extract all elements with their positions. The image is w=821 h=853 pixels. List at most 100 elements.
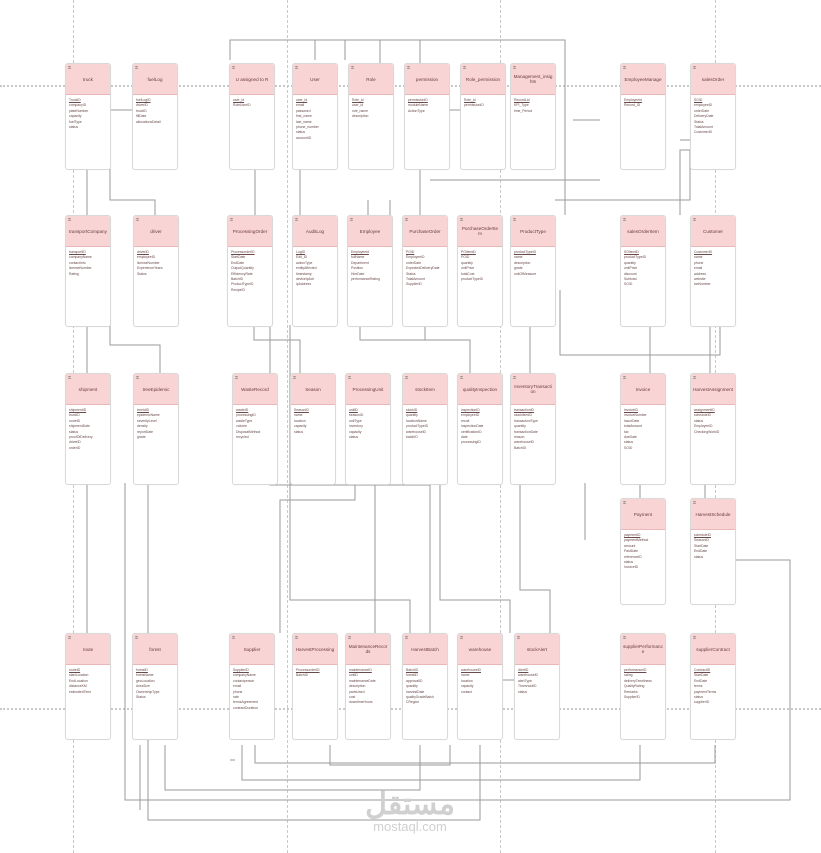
entity-field: ExpectedDeliveryDate bbox=[406, 266, 440, 271]
entity-field: name bbox=[461, 673, 470, 678]
entity-name: AuditLog bbox=[305, 228, 325, 234]
entity-name: qualityInspection bbox=[462, 386, 498, 392]
entity-name: User bbox=[310, 76, 320, 82]
entity-field: estimatedTime bbox=[69, 689, 92, 694]
entity-field: routeID bbox=[69, 418, 81, 423]
entity-name: fuelLog bbox=[147, 76, 163, 82]
entity-field: unitOfMeasure bbox=[514, 271, 537, 276]
entity-header: ⚿HarvestSchedule bbox=[691, 499, 735, 530]
entity-field: proofOfDelivery bbox=[69, 435, 93, 440]
entity-header: ⚿InventoryTransaction bbox=[511, 374, 555, 405]
entity-field: Remarks bbox=[624, 689, 638, 694]
entity-name: ProcessingOrder bbox=[232, 228, 268, 234]
entity-field: first_name bbox=[296, 114, 312, 119]
entity-field: performanceRating bbox=[351, 277, 380, 282]
entity-field: EndDate bbox=[694, 678, 708, 683]
entity-field: capacity bbox=[349, 429, 362, 434]
entity-header: ⚿supplierPerformance bbox=[621, 634, 665, 665]
entity-field: contactInfo bbox=[69, 260, 86, 265]
entity-field: inventory bbox=[349, 424, 363, 429]
entity-header: ⚿fuelLog bbox=[133, 64, 177, 95]
primary-key-field: assignmentID bbox=[694, 408, 715, 412]
table-icon: ⚿ bbox=[693, 500, 697, 505]
entity-field: Status bbox=[694, 119, 704, 124]
entity-field: orderDate bbox=[694, 108, 710, 113]
entity-field: status bbox=[294, 429, 304, 434]
relationship-line bbox=[439, 483, 511, 633]
relationship-line bbox=[109, 168, 156, 215]
entity-field: locationName bbox=[406, 418, 427, 423]
entity-name: stockAlert bbox=[526, 646, 548, 652]
entity-field: startLocation bbox=[69, 673, 89, 678]
entity-header: ⚿ProcessingOrder bbox=[228, 216, 272, 247]
primary-key-field: inspectionID bbox=[461, 408, 480, 412]
relationship-line bbox=[559, 290, 721, 356]
primary-key-field: fuelLogID bbox=[136, 98, 151, 102]
entity-field: status bbox=[69, 125, 79, 130]
primary-key-field: transportID bbox=[69, 250, 86, 254]
entity-field: Record_ID bbox=[624, 103, 641, 108]
entity-field: Department bbox=[351, 260, 369, 265]
entity-field: CRegion bbox=[406, 700, 420, 705]
entity-field: CustomerID bbox=[694, 130, 713, 135]
entity-field: status bbox=[694, 695, 704, 700]
entity-field: permissionID bbox=[464, 103, 484, 108]
entity-header: ⚿warehouse bbox=[458, 634, 502, 665]
primary-key-field: AlertID bbox=[518, 668, 529, 672]
entity-name: U assigned to R bbox=[235, 76, 269, 82]
primary-key-field: RecordLid bbox=[514, 98, 530, 102]
entity-name: Role_permission bbox=[465, 76, 501, 82]
entity-header: ⚿stockAlert bbox=[515, 634, 559, 665]
table-icon: ⚿ bbox=[136, 217, 140, 222]
entity-name: MaintenanceRecords bbox=[348, 644, 388, 654]
entity-field: dueDate bbox=[624, 435, 637, 440]
entity-field: timestamp bbox=[296, 271, 312, 276]
